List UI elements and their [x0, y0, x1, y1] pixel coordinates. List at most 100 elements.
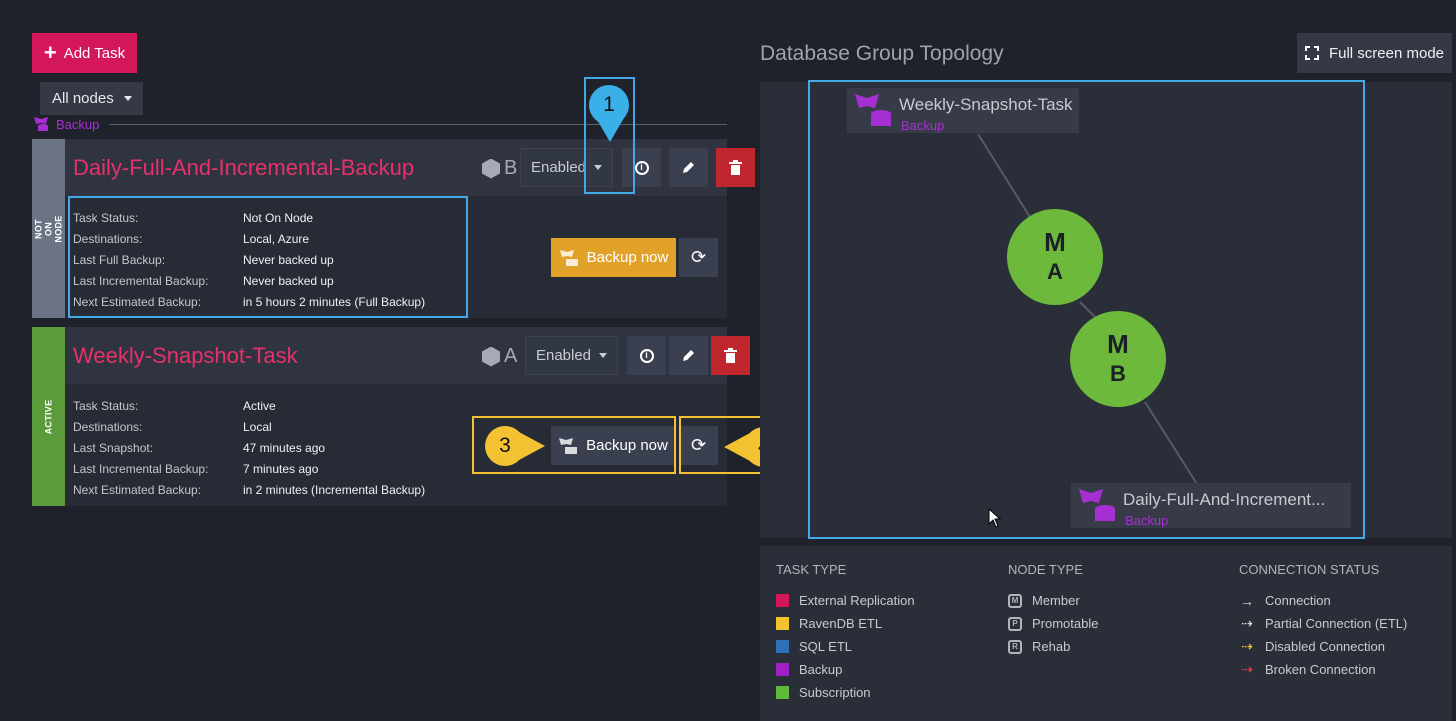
dashed-arrow-icon: ⇢ — [1241, 638, 1253, 654]
node-label: A — [1047, 259, 1063, 284]
topology-canvas[interactable] — [760, 82, 1452, 538]
dashed-arrow-icon: ⇢ — [1241, 615, 1253, 631]
task-state-dropdown-label: Enabled — [535, 347, 592, 364]
refresh-button[interactable]: ⟳ — [679, 238, 718, 277]
legend-task-type: TASK TYPE External Replication RavenDB E… — [776, 562, 915, 704]
topology-node-a[interactable]: M A — [1007, 209, 1103, 305]
task-header: Weekly-Snapshot-Task A Enabled i — [65, 327, 750, 384]
color-swatch — [776, 594, 789, 607]
expand-icon — [1304, 46, 1319, 60]
member-icon: M — [1044, 227, 1066, 257]
section-divider — [109, 123, 727, 125]
highlight-task-details — [68, 196, 468, 318]
topology-task-daily[interactable]: Daily-Full-And-Increment... Backup — [1071, 483, 1351, 528]
detail-row: Last Snapshot: 47 minutes ago — [73, 437, 425, 458]
section-header: Backup — [32, 114, 727, 134]
node-label: B — [1110, 361, 1126, 386]
topology-task-type: Backup — [1125, 513, 1169, 528]
highlight-details-button — [584, 77, 635, 194]
node-tag: B — [482, 157, 517, 180]
refresh-button[interactable]: ⟳ — [679, 426, 718, 465]
task-state-label: NOT ON NODE — [33, 214, 64, 243]
legend-label: RavenDB ETL — [799, 616, 883, 631]
task-state-label: ACTIVE — [43, 399, 54, 434]
detail-key: Task Status: — [73, 398, 139, 413]
detail-value: Never backed up — [243, 252, 334, 267]
member-icon: M — [1008, 593, 1022, 608]
add-task-button[interactable]: + Add Task — [32, 33, 137, 73]
delete-button[interactable] — [711, 336, 750, 375]
node-tag-label: A — [504, 345, 518, 367]
plus-icon: + — [43, 40, 57, 65]
callout-label: 3 — [499, 434, 511, 457]
color-swatch — [776, 686, 789, 699]
add-task-label: Add Task — [63, 44, 126, 62]
callout-3-pointer — [519, 432, 545, 460]
task-details: Task Status:Active Destinations:Local La… — [73, 395, 425, 500]
backup-icon — [855, 94, 891, 126]
full-screen-button[interactable]: Full screen mode — [1297, 33, 1452, 73]
trash-icon — [729, 160, 742, 175]
legend-header: TASK TYPE — [776, 562, 847, 577]
callout-label: 1 — [603, 93, 615, 116]
trash-icon — [724, 348, 737, 363]
details-button[interactable]: i — [627, 336, 666, 375]
callout-3: 3 — [485, 426, 525, 466]
detail-key: Destinations: — [73, 231, 143, 246]
legend-label: SQL ETL — [799, 639, 852, 654]
backup-icon — [559, 249, 578, 266]
task-name[interactable]: Daily-Full-And-Incremental-Backup — [73, 155, 415, 180]
edit-button[interactable] — [669, 148, 708, 187]
delete-button[interactable] — [716, 148, 755, 187]
color-swatch — [776, 663, 789, 676]
legend-item: Backup — [776, 658, 915, 681]
hexagon-icon — [482, 346, 500, 367]
backup-now-button[interactable]: Backup now — [551, 238, 676, 277]
detail-value: Not On Node — [243, 210, 314, 225]
nodes-filter-dropdown[interactable]: All nodes — [40, 82, 143, 115]
backup-now-button[interactable]: Backup now — [551, 426, 675, 465]
detail-value: in 5 hours 2 minutes (Full Backup) — [243, 294, 426, 309]
legend-item: SQL ETL — [776, 635, 915, 658]
task-card-daily: NOT ON NODE Daily-Full-And-Incremental-B… — [32, 139, 755, 318]
detail-value: Local, Azure — [243, 231, 310, 246]
legend-label: Rehab — [1032, 639, 1071, 654]
detail-value: in 2 minutes (Incremental Backup) — [243, 482, 426, 497]
detail-row: Last Incremental Backup:Never backed up — [73, 270, 425, 291]
member-icon: M — [1107, 329, 1129, 359]
details-button[interactable]: i — [622, 148, 661, 187]
topology-task-type: Backup — [901, 118, 945, 133]
pencil-icon — [683, 350, 694, 361]
task-state-strip: ACTIVE — [32, 327, 65, 506]
detail-row: Last Incremental Backup:7 minutes ago — [73, 458, 425, 479]
backup-icon — [34, 117, 48, 131]
task-name[interactable]: Weekly-Snapshot-Task — [73, 343, 298, 368]
legend-label: Subscription — [799, 685, 871, 700]
task-state-dropdown[interactable]: Enabled — [520, 148, 613, 187]
topology-task-name: Weekly-Snapshot-Task — [899, 95, 1073, 114]
nodes-filter-label: All nodes — [52, 90, 114, 107]
legend-label: Backup — [799, 662, 843, 677]
topology-task-name: Daily-Full-And-Increment... — [1123, 490, 1326, 509]
detail-key: Last Full Backup: — [73, 252, 166, 267]
legend-item: ⇢Broken Connection — [1239, 658, 1407, 681]
legend-label: Disabled Connection — [1265, 639, 1385, 654]
detail-key: Task Status: — [73, 210, 139, 225]
detail-row: Next Estimated Backup:in 5 hours 2 minut… — [73, 291, 425, 312]
topology-task-weekly[interactable]: Weekly-Snapshot-Task Backup — [847, 88, 1079, 133]
edit-button[interactable] — [669, 336, 708, 375]
legend-item: R Rehab — [1008, 635, 1098, 658]
legend-item: External Replication — [776, 589, 915, 612]
detail-key: Last Incremental Backup: — [73, 461, 209, 476]
pencil-icon — [683, 162, 694, 173]
rehab-icon: R — [1008, 639, 1022, 654]
legend-label: Partial Connection (ETL) — [1265, 616, 1408, 631]
legend-header: CONNECTION STATUS — [1239, 562, 1380, 577]
chevron-down-icon — [599, 353, 608, 358]
node-tag-label: B — [504, 157, 518, 179]
legend-label: Promotable — [1032, 616, 1099, 631]
topology-node-b[interactable]: M B — [1070, 311, 1166, 407]
task-state-dropdown[interactable]: Enabled — [525, 336, 618, 375]
task-state-dropdown-label: Enabled — [530, 159, 587, 176]
